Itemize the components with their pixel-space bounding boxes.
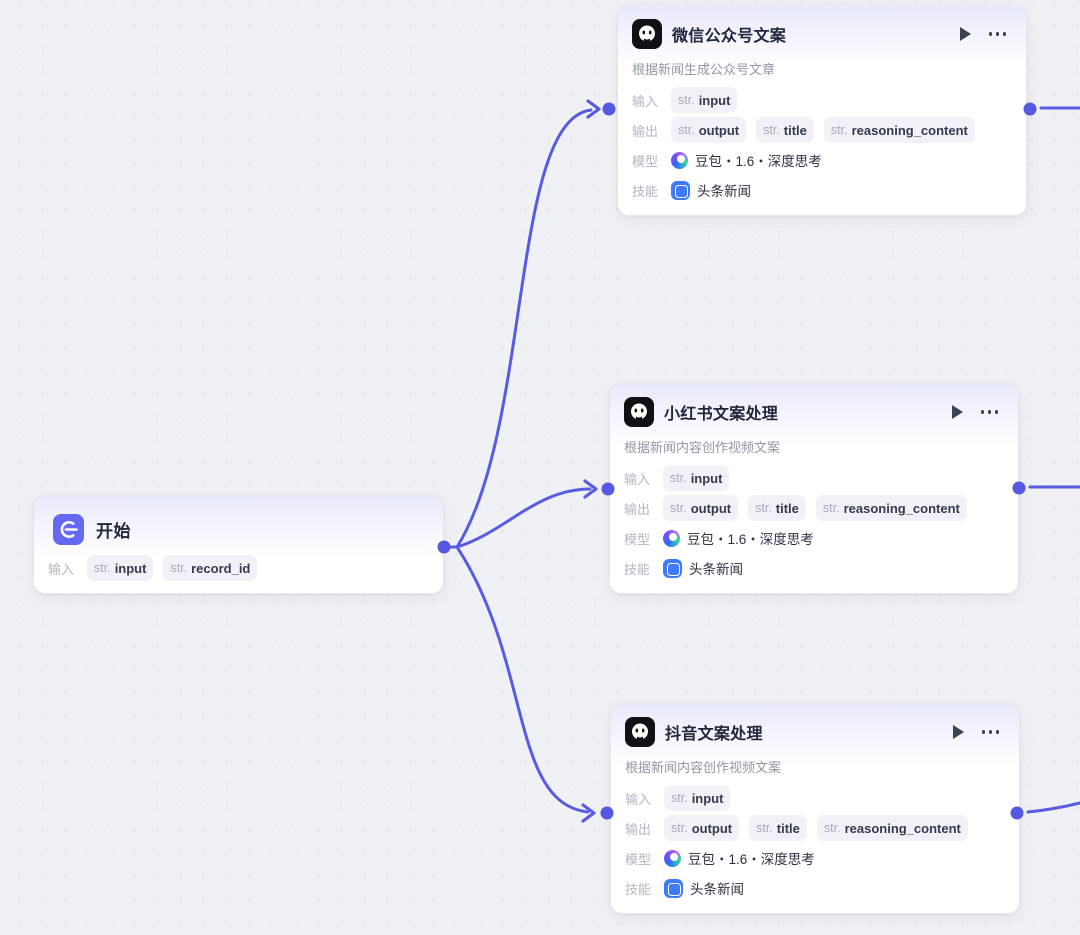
output-row: 输出 str.output str.title str.reasoning_co… xyxy=(624,495,1004,521)
param-tag-reasoning-content: str.reasoning_content xyxy=(816,815,968,841)
edge-start-to-node0 xyxy=(455,108,593,549)
bot-icon xyxy=(624,397,654,427)
node-header: 抖音文案处理 xyxy=(611,704,1019,747)
edge-arrowhead-node1 xyxy=(583,479,598,499)
node-description: 根据新闻生成公众号文章 xyxy=(632,62,776,77)
param-tag-reasoning-content: str.reasoning_content xyxy=(823,117,975,143)
start-node-title: 开始 xyxy=(96,522,131,541)
param-tag-title: str.title xyxy=(749,815,807,841)
doubao-model-icon xyxy=(663,529,681,547)
start-node[interactable]: 开始 输入 str.input str.record_id xyxy=(33,495,444,594)
param-tag-record-id: str.record_id xyxy=(163,555,258,581)
skill-row-label: 技能 xyxy=(625,881,652,897)
bot-icon xyxy=(632,19,662,49)
output-row-label: 输出 xyxy=(632,123,659,139)
node1-input-port[interactable] xyxy=(601,482,615,496)
start-node-header: 开始 xyxy=(34,496,443,545)
node-description: 根据新闻内容创作视频文案 xyxy=(625,760,782,775)
model-name: 豆包・1.6・深度思考 xyxy=(695,154,822,169)
edge-node2-out xyxy=(1026,801,1080,814)
input-row-label: 输入 xyxy=(632,93,659,109)
more-menu-button[interactable] xyxy=(980,406,998,418)
toutiao-news-icon xyxy=(671,180,691,200)
model-row: 模型 豆包・1.6・深度思考 xyxy=(624,525,1004,551)
model-row-label: 模型 xyxy=(632,153,659,169)
param-tag-title: str.title xyxy=(756,117,814,143)
node2-input-port[interactable] xyxy=(600,806,614,820)
node-title: 小红书文案处理 xyxy=(664,406,779,423)
node-header: 微信公众号文案 xyxy=(618,6,1026,49)
node-xiaohongshu-copy[interactable]: 小红书文案处理 根据新闻内容创作视频文案 输入 str.input 输出 str… xyxy=(609,383,1019,594)
doubao-model-icon xyxy=(664,849,682,867)
more-menu-button[interactable] xyxy=(981,726,999,738)
node1-output-port[interactable] xyxy=(1012,481,1026,495)
node-title: 微信公众号文案 xyxy=(672,28,787,45)
model-row-label: 模型 xyxy=(625,851,652,867)
run-node-button[interactable] xyxy=(952,725,964,739)
output-row-label: 输出 xyxy=(624,501,651,517)
node2-output-port[interactable] xyxy=(1010,806,1024,820)
node-wechat-copy[interactable]: 微信公众号文案 根据新闻生成公众号文章 输入 str.input 输出 str.… xyxy=(617,5,1027,216)
input-row-label: 输入 xyxy=(48,561,75,577)
param-tag-input: str.input xyxy=(671,87,738,113)
run-node-button[interactable] xyxy=(959,27,971,41)
start-output-port[interactable] xyxy=(437,540,451,554)
param-tag-output: str.output xyxy=(671,117,747,143)
param-tag-reasoning-content: str.reasoning_content xyxy=(815,495,967,521)
input-row: 输入 str.input xyxy=(632,87,1012,113)
skill-name: 头条新闻 xyxy=(697,184,752,199)
doubao-model-icon xyxy=(671,151,689,169)
param-tag-output: str.output xyxy=(663,495,739,521)
skill-row: 技能 头条新闻 xyxy=(624,555,1004,581)
node0-output-port[interactable] xyxy=(1023,102,1037,116)
skill-row-label: 技能 xyxy=(624,561,651,577)
node-douyin-copy[interactable]: 抖音文案处理 根据新闻内容创作视频文案 输入 str.input 输出 str.… xyxy=(610,703,1020,914)
edge-arrowhead-node0 xyxy=(586,99,601,119)
skill-name: 头条新闻 xyxy=(689,562,744,577)
param-tag-input: str.input xyxy=(663,465,730,491)
input-row-label: 输入 xyxy=(624,471,651,487)
node0-input-port[interactable] xyxy=(602,102,616,116)
skill-row: 技能 头条新闻 xyxy=(625,875,1005,901)
model-name: 豆包・1.6・深度思考 xyxy=(687,532,814,547)
start-icon xyxy=(53,514,84,545)
input-row: 输入 str.input xyxy=(625,785,1005,811)
skill-row-label: 技能 xyxy=(632,183,659,199)
edge-start-to-node1 xyxy=(455,487,592,549)
param-tag-input: str.input xyxy=(87,555,154,581)
edge-arrowhead-node2 xyxy=(581,803,596,823)
node-title: 抖音文案处理 xyxy=(665,726,763,743)
model-row-label: 模型 xyxy=(624,531,651,547)
node-header: 小红书文案处理 xyxy=(610,384,1018,427)
bot-icon xyxy=(625,717,655,747)
model-row: 模型 豆包・1.6・深度思考 xyxy=(632,147,1012,173)
run-node-button[interactable] xyxy=(951,405,963,419)
more-menu-button[interactable] xyxy=(988,28,1006,40)
input-row-label: 输入 xyxy=(625,791,652,807)
param-tag-input: str.input xyxy=(664,785,731,811)
output-row: 输出 str.output str.title str.reasoning_co… xyxy=(632,117,1012,143)
output-row: 输出 str.output str.title str.reasoning_co… xyxy=(625,815,1005,841)
skill-row: 技能 头条新闻 xyxy=(632,177,1012,203)
skill-name: 头条新闻 xyxy=(690,882,745,897)
model-row: 模型 豆包・1.6・深度思考 xyxy=(625,845,1005,871)
node-description: 根据新闻内容创作视频文案 xyxy=(624,440,781,455)
input-row: 输入 str.input xyxy=(624,465,1004,491)
param-tag-output: str.output xyxy=(664,815,740,841)
model-name: 豆包・1.6・深度思考 xyxy=(688,852,815,867)
toutiao-news-icon xyxy=(663,558,683,578)
edge-start-to-node2 xyxy=(455,545,590,814)
toutiao-news-icon xyxy=(664,878,684,898)
output-row-label: 输出 xyxy=(625,821,652,837)
param-tag-title: str.title xyxy=(748,495,806,521)
start-input-row: 输入 str.input str.record_id xyxy=(48,555,429,581)
